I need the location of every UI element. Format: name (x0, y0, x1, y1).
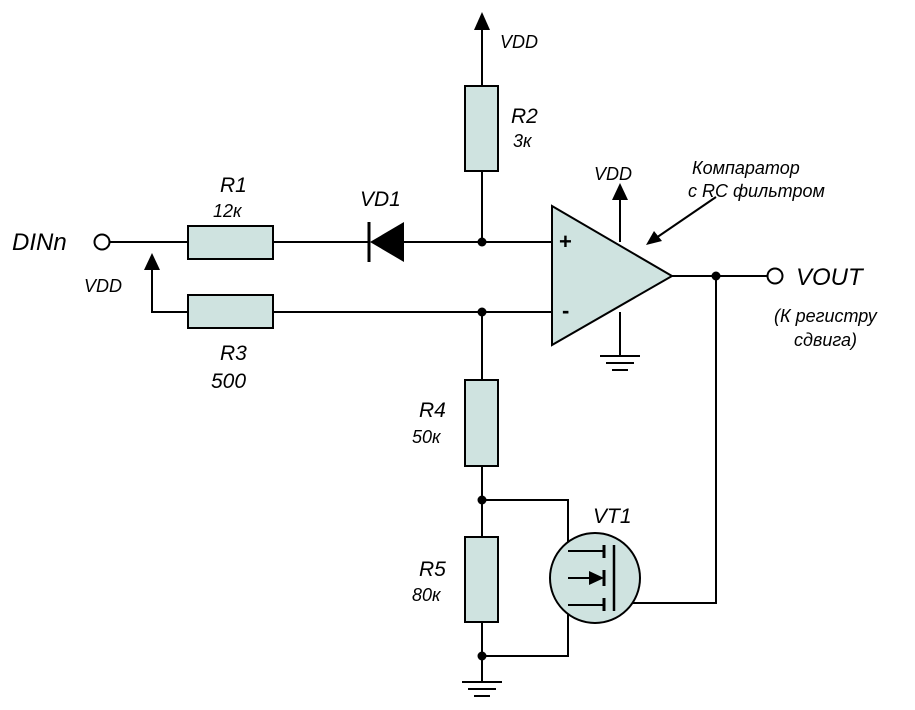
transistor-vt1 (549, 532, 641, 624)
ground-icon (600, 355, 640, 371)
comparator-note-line1: Компаратор (692, 158, 800, 178)
vt1-name: VT1 (593, 505, 632, 528)
resistor-r4 (464, 379, 499, 467)
r5-name: R5 (419, 558, 446, 581)
ground-icon (462, 656, 502, 697)
comparator-symbol (551, 204, 674, 347)
annotation-pointer (655, 196, 717, 239)
vout-label: VOUT (796, 264, 865, 291)
junction-dot (477, 237, 487, 247)
vdd-top-label: VDD (500, 32, 538, 52)
junction-dot (477, 307, 487, 317)
wires (110, 28, 768, 680)
vd1-name: VD1 (360, 188, 401, 211)
r1-name: R1 (220, 174, 247, 197)
r3-name: R3 (220, 342, 247, 365)
resistor-r1 (187, 225, 274, 260)
vout-note-line2: сдвига) (794, 330, 857, 350)
din-label: DINn (12, 229, 67, 256)
resistor-r2 (464, 85, 499, 172)
r2-value: 3к (513, 131, 533, 151)
vdd-top-arrow-icon (474, 12, 490, 30)
vdd-left-label: VDD (84, 276, 122, 296)
vdd-comp-label: VDD (594, 164, 632, 184)
r5-value: 80к (412, 585, 442, 605)
comparator-note-line2: с RC фильтром (688, 181, 825, 201)
resistor-r3 (187, 294, 274, 329)
comparator-minus-label: - (562, 298, 569, 323)
r4-value: 50к (412, 427, 442, 447)
junction-dot (477, 495, 487, 505)
vdd-comp-arrow-icon (612, 183, 628, 200)
vout-note-line1: (К регистру (774, 306, 878, 326)
vout-terminal (766, 267, 784, 285)
r2-name: R2 (511, 105, 538, 128)
din-terminal (93, 233, 111, 251)
annotation-arrow-icon (646, 231, 662, 245)
junction-dot (711, 271, 721, 281)
r1-value: 12к (213, 201, 243, 221)
comparator-plus-label: + (559, 229, 572, 254)
resistor-r5 (464, 536, 499, 623)
vdd-left-arrow-icon (144, 253, 160, 270)
r3-value: 500 (211, 370, 246, 393)
diode-vd1 (367, 222, 404, 262)
r4-name: R4 (419, 399, 446, 422)
